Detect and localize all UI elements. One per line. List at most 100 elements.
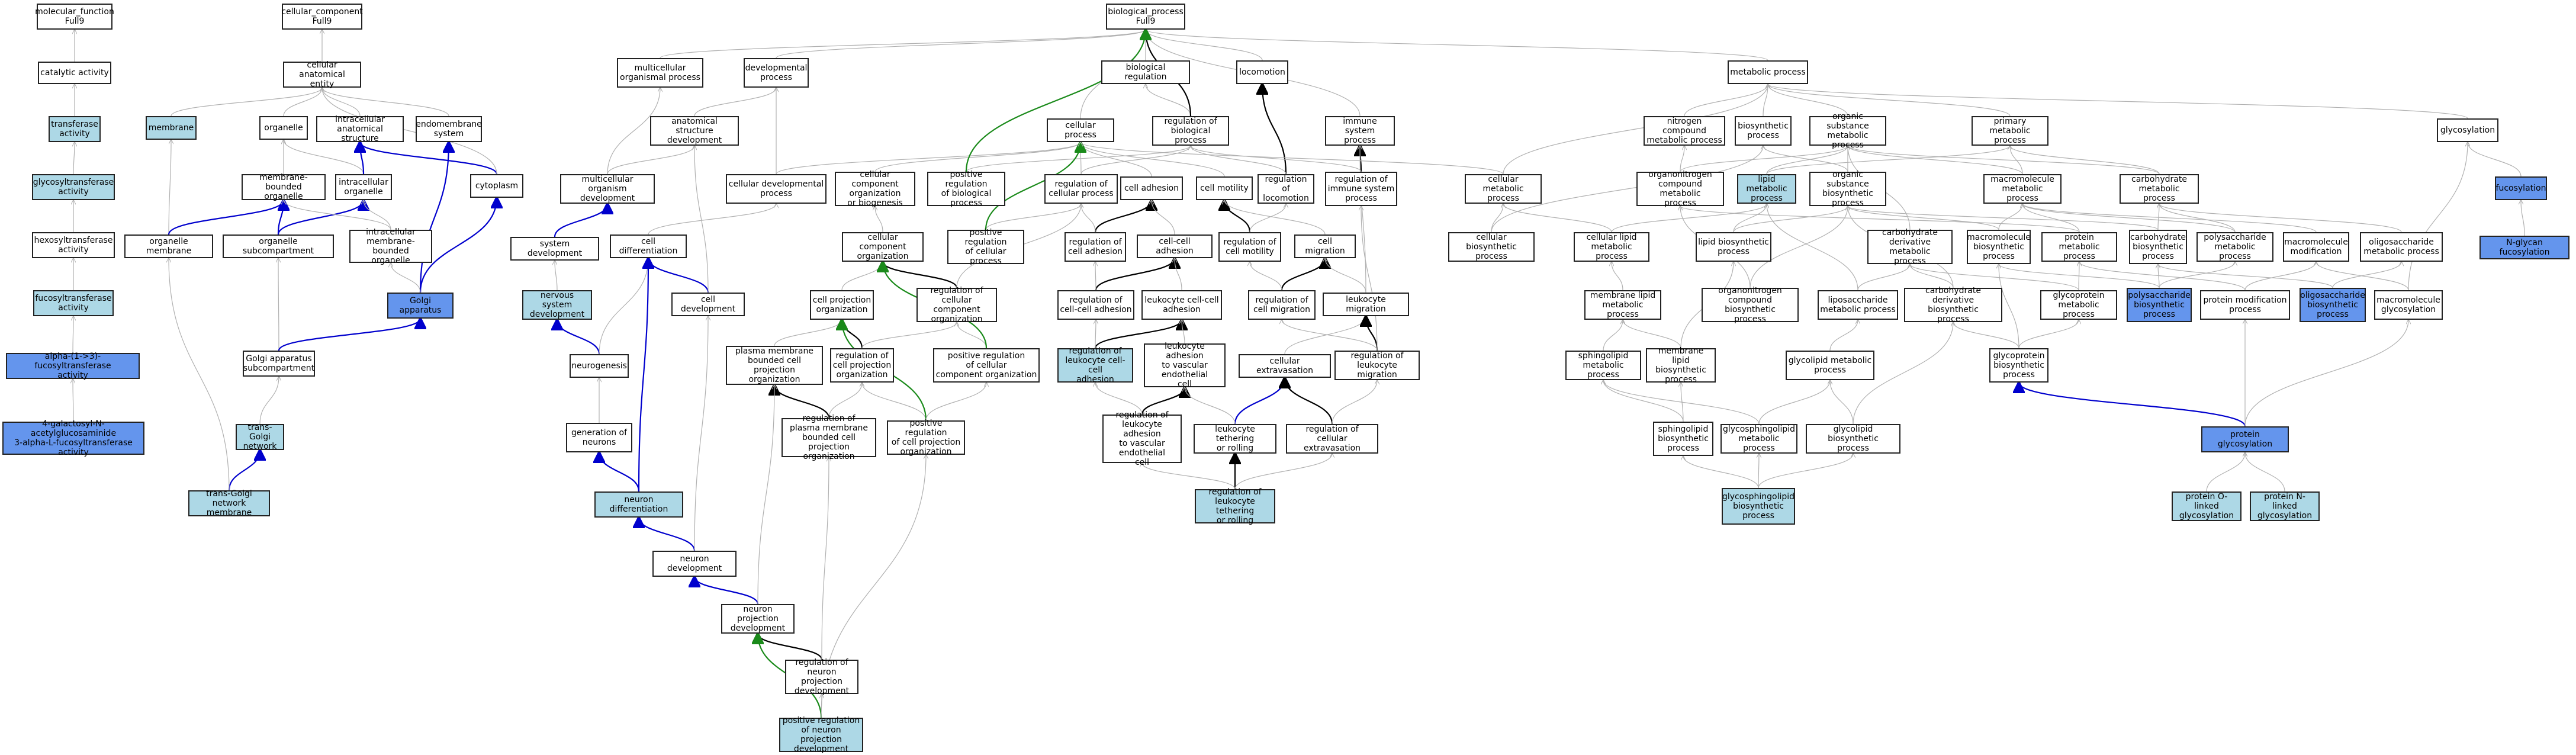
edge-nervous_system_development-to-system_development: [555, 261, 558, 291]
edge-regulation_of_pm_bounded_cell_projection_organization-to-plasma_membrane_bounded_cell_projection_organization: [774, 385, 830, 419]
node-oligosaccharide-biosynthetic-process: oligosaccharide biosynthetic process: [2300, 288, 2366, 322]
edge-polysaccharide_metabolic_process-to-carbohydrate_metabolic_process: [2159, 204, 2236, 233]
edge-neuron_projection_development-to-neuron_development: [694, 577, 759, 605]
edge-regulation_of_cell_motility-to-cell_motility: [1224, 200, 1251, 233]
edge-protein_modification_process-to-protein_metabolic_process: [2079, 262, 2246, 291]
edge-regulation_of_immune_system_process-to-regulation_of_biological_process: [1191, 146, 1362, 172]
node-regulation-of-plasma-membrane-bounded-cell-projection-organization: regulation of plasma membrane bounded ce…: [782, 414, 876, 461]
edge-cellular_component_organization-to-cellular_component_organization_or_biogenesis: [875, 206, 883, 233]
node-lipid-metabolic-process: lipid metabolic process: [1737, 174, 1796, 204]
edge-regulation_of_cell_adhesion-to-cell_adhesion: [1094, 200, 1152, 233]
node-biological-regulation: biological regulation: [1101, 60, 1190, 84]
node-regulation-of-leukocyte-migration: regulation of leukocyte migration: [1334, 351, 1420, 380]
edge-regulation_of_pm_bounded_cell_projection_organization-to-regulation_of_cell_projection_organization: [828, 383, 862, 419]
edge-organic_substance_biosynthetic_process-to-biosynthetic_process: [1763, 146, 1848, 172]
edge-leukocyte_migration-to-cell_migration: [1325, 258, 1366, 293]
edge-liposaccharide_metabolic_process-to-carbohydrate_derivative_metabolic_process: [1857, 264, 1910, 291]
node-regulation-of-cellular-extravasation: regulation of cellular extravasation: [1286, 424, 1378, 454]
node-membrane-lipid-biosynthetic-process: membrane lipid biosynthetic process: [1646, 346, 1716, 384]
edge-multicellular_organism_development-to-multicellular_organismal_process: [607, 88, 660, 175]
node-cell-migration: cell migration: [1294, 234, 1356, 258]
node-cell-development: cell development: [671, 293, 745, 316]
node-cellular-component: cellular_component Full9: [281, 4, 363, 30]
node-membrane: membrane: [146, 116, 197, 140]
edge-glycosyltransferase_activity-to-transferase_activity: [73, 142, 75, 175]
node-intracellular-membrane-bounded-organelle: intracellular membrane-bounded organelle: [349, 227, 432, 265]
edge-oligosaccharide_metabolic_process-to-carbohydrate_metabolic_process: [2159, 204, 2402, 233]
edge-regulation_of_cellular_extravasation-to-regulation_of_leukocyte_migration: [1332, 380, 1377, 425]
node-membrane-bounded-organelle: membrane-bounded organelle: [242, 173, 326, 201]
edge-regulation_of_cell_cell_adhesion-to-regulation_of_cell_adhesion: [1095, 262, 1096, 291]
edge-trans_golgi_network_membrane-to-trans_golgi_network: [228, 450, 260, 491]
edge-regulation_of_leukocyte_migration-to-leukocyte_migration: [1366, 316, 1378, 351]
edge-intracellular_organelle-to-intracellular_anatomical_structure: [360, 142, 364, 175]
edge-regulation_of_locomotion-to-regulation_of_biological_process: [1191, 146, 1287, 175]
node-cell-differentiation: cell differentiation: [610, 234, 687, 258]
node-organelle: organelle: [259, 116, 308, 140]
node-multicellular-organism-development: multicellular organism development: [560, 174, 655, 204]
node-cell-motility: cell motility: [1196, 176, 1253, 200]
node-glycolipid-biosynthetic-process: glycolipid biosynthetic process: [1806, 424, 1900, 454]
node-regulation-of-biological-process: regulation of biological process: [1152, 116, 1229, 146]
node-alpha-1-3-fucosyltransferase-activity: alpha-(1->3)-fucosyltransferase activity: [6, 352, 140, 380]
edge-golgi_apparatus-to-intracellular_mb_organelle: [391, 263, 421, 293]
edge-regulation_of_cell_projection_organization-to-regulation_of_cellular_component_organization: [861, 322, 957, 349]
edge-glycosphingolipid_biosynthetic_process-to-sphingolipid_biosynthetic_process: [1683, 456, 1759, 489]
edge-macromolecule_glycosylation-to-macromolecule_modification: [2316, 262, 2409, 291]
node-immune-system-process: immune system process: [1325, 116, 1395, 146]
node-developmental-process: developmental process: [744, 58, 809, 88]
edge-organelle_membrane-to-membrane: [168, 140, 171, 235]
node-glycosyltransferase-activity: glycosyltransferase activity: [32, 174, 115, 200]
edge-polysaccharide_metabolic_process-to-macromolecule_metabolic_process: [2022, 204, 2236, 233]
node-protein-o-linked-glycosylation: protein O-linked glycosylation: [2172, 491, 2241, 521]
edge-neurogenesis-to-nervous_system_development: [557, 320, 600, 355]
node-system-development: system development: [510, 237, 599, 261]
node-positive-regulation-of-neuron-projection-development: positive regulation of neuron projection…: [779, 716, 863, 754]
node-leukocyte-adhesion-to-vascular-endothelial-cell: leukocyte adhesion to vascular endotheli…: [1144, 342, 1226, 389]
node-primary-metabolic-process: primary metabolic process: [1972, 116, 2048, 146]
node-golgi-apparatus-subcompartment: Golgi apparatus subcompartment: [243, 351, 315, 377]
edge-oligosaccharide_biosynthetic_process-to-oligosaccharide_metabolic_process: [2332, 262, 2401, 288]
edge-positive_regulation_of_cell_projection_organization-to-regulation_of_cell_projection_organization: [862, 383, 927, 421]
edge-macromolecule_glycosylation-to-glycosylation: [2408, 142, 2468, 291]
edge-cellular_lipid_metabolic_process-to-cellular_metabolic_process: [1503, 204, 1612, 233]
edge-cellular_developmental_process-to-cellular_process: [776, 142, 1080, 175]
edge-liposaccharide_metabolic_process-to-lipid_metabolic_process: [1767, 204, 1858, 291]
node-neuron-differentiation: neuron differentiation: [594, 491, 683, 518]
node-protein-glycosylation: protein glycosylation: [2201, 426, 2289, 452]
node-intracellular-organelle: intracellular organelle: [335, 174, 392, 200]
edge-neurogenesis-to-cell_differentiation: [599, 258, 648, 355]
node-molecular-function: molecular_function Full9: [35, 4, 114, 30]
node-regulation-of-cellular-process: regulation of cellular process: [1044, 174, 1118, 204]
edge-glycolipid_metabolic_process-to-liposaccharide_metabolic_process: [1829, 320, 1858, 351]
node-trans-golgi-network-membrane: trans-Golgi network membrane: [188, 489, 270, 518]
node-organelle-membrane: organelle membrane: [124, 234, 213, 258]
node-cellular-biosynthetic-process: cellular biosynthetic process: [1448, 232, 1535, 262]
edge-glycosphingolipid_metabolic_process-to-glycolipid_metabolic_process: [1758, 380, 1830, 425]
node-regulation-of-cell-adhesion: regulation of cell adhesion: [1065, 232, 1126, 262]
node-glycolipid-metabolic-process: glycolipid metabolic process: [1786, 351, 1874, 380]
edge-plasma_membrane_bounded_cell_projection_organization-to-cell_projection_organization: [774, 320, 842, 346]
edge-organonitrogen_compound_metabolic_process-to-organic_substance_metabolic_process: [1680, 146, 1848, 172]
edge-metabolic_process-to-biological_process: [1146, 30, 1768, 61]
edge-regulation_of_leukocyte_migration-to-regulation_of_cell_migration: [1282, 320, 1378, 351]
edge-intracellular_organelle-to-organelle: [284, 140, 364, 175]
edge-regulation_of_leukocyte_tethering_or_rolling-to-regulation_of_cellular_extravasation: [1234, 454, 1332, 490]
edge-cytoplasm-to-cellular_anatomical_entity: [322, 88, 497, 175]
node-trans-golgi-network: trans-Golgi network: [236, 423, 284, 451]
node-liposaccharide-metabolic-process: liposaccharide metabolic process: [1818, 290, 1898, 320]
edge-cellular_biosynthetic_process-to-biosynthetic_process: [1491, 146, 1763, 233]
edge-regulation_of_cellular_process-to-regulation_of_biological_process: [1080, 146, 1191, 175]
edge-cellular_metabolic_process-to-metabolic_process: [1503, 84, 1768, 175]
edge-regulation_of_neuron_projection_development-to-neuron_projection_development: [758, 634, 823, 660]
edge-cell_projection_organization-to-cellular_component_organization: [841, 262, 883, 291]
node-cellular-extravasation: cellular extravasation: [1239, 354, 1331, 378]
node-carbohydrate-derivative-biosynthetic-process: carbohydrate derivative biosynthetic pro…: [1904, 286, 2002, 324]
edge-glycoprotein_biosynthetic_process-to-carbohydrate_derivative_biosynthetic_process: [1953, 322, 2019, 349]
edge-cell_motility-to-cellular_process: [1080, 142, 1225, 177]
node-cellular-component-organization: cellular component organization: [842, 232, 924, 262]
edge-carbohydrate_derivative_biosynthetic_process-to-carbohydrate_derivative_metabolic_process: [1910, 264, 1954, 288]
edge-protein_o_linked_glycosylation-to-protein_glycosylation: [2206, 452, 2245, 492]
edge-regulation_of_leukocyte_cell_cell_adhesion-to-leukocyte_cell_cell_adhesion: [1094, 320, 1182, 349]
node-cellular-developmental-process: cellular developmental process: [726, 174, 826, 204]
